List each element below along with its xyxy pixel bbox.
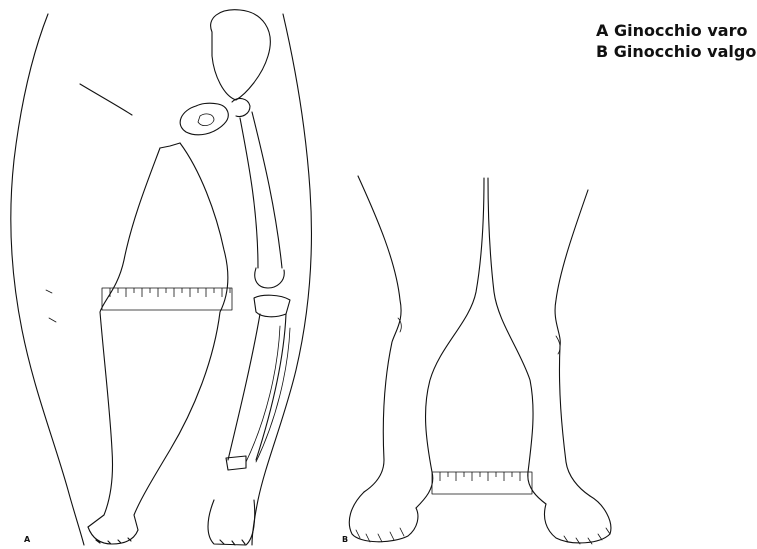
tibia-plateau (254, 295, 290, 317)
legend-line-b: B Ginocchio valgo (596, 41, 756, 62)
b-left-leg-inner (416, 178, 484, 508)
tape-ticks (440, 472, 528, 481)
skin-mark (49, 318, 56, 322)
legend: A Ginocchio varo B Ginocchio valgo (596, 20, 756, 62)
right-body-outline (252, 14, 311, 545)
panel-a-letter: A (24, 535, 30, 544)
knee-measuring-tape (102, 288, 232, 310)
femur-shaft (240, 112, 282, 268)
b-right-toes (564, 528, 610, 544)
b-right-foot (544, 496, 610, 543)
left-leg-inner-outline (134, 143, 228, 530)
femur-condyles (255, 268, 285, 288)
panel-a-varus-legs (11, 10, 312, 545)
pelvis-iliac-wing (211, 10, 271, 100)
left-leg-cut-top (160, 143, 180, 148)
ankle-bones (226, 456, 246, 470)
abdomen-crease (80, 84, 132, 115)
left-foot (88, 527, 138, 544)
legend-line-a: A Ginocchio varo (596, 20, 756, 41)
left-body-outline (11, 14, 84, 545)
right-foot (208, 500, 255, 545)
obturator-foramen (198, 114, 214, 126)
skin-mark (46, 290, 52, 293)
b-right-leg-inner (488, 178, 546, 504)
panel-b-letter: B (342, 535, 348, 544)
left-leg-outline (88, 148, 160, 527)
panel-b-valgus-legs (349, 176, 611, 544)
pelvis-ischium (180, 103, 228, 135)
b-right-leg-outer (555, 190, 590, 496)
b-left-leg-outer (358, 176, 401, 492)
tape-ticks (110, 288, 230, 297)
ankle-measuring-tape (432, 472, 532, 494)
b-left-foot (349, 492, 418, 542)
femoral-head (232, 99, 250, 117)
tibia-shaft (228, 314, 286, 460)
